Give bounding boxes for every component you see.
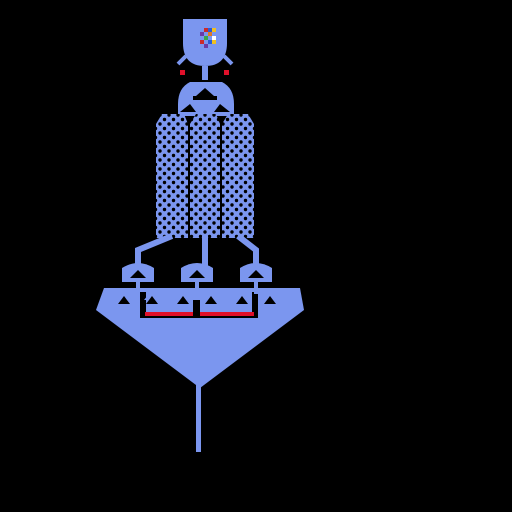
distributor	[178, 82, 234, 116]
piece	[204, 36, 208, 40]
column-left	[156, 114, 188, 238]
column-middle	[190, 114, 220, 238]
collector-channel	[140, 292, 258, 318]
funnel-unit-1	[116, 263, 160, 304]
piece	[204, 44, 208, 48]
funnel-units	[116, 263, 278, 304]
right-emitter-marker	[224, 70, 229, 75]
column-right	[222, 114, 254, 238]
funnel-unit-2	[175, 263, 219, 304]
piece	[212, 40, 216, 44]
top-hopper	[176, 19, 234, 80]
hazard-bar-right	[200, 312, 254, 316]
piece	[208, 28, 212, 32]
piece	[200, 40, 204, 44]
drain-pipe	[196, 384, 201, 452]
piece	[212, 36, 216, 40]
piece	[208, 32, 212, 36]
funnel-unit-3	[234, 263, 278, 304]
left-emitter-marker	[180, 70, 185, 75]
hazard-bar-left	[145, 312, 193, 316]
piece	[200, 32, 204, 36]
colored-pieces-cluster	[200, 28, 216, 48]
piece	[204, 28, 208, 32]
piece	[208, 40, 212, 44]
piece	[212, 28, 216, 32]
